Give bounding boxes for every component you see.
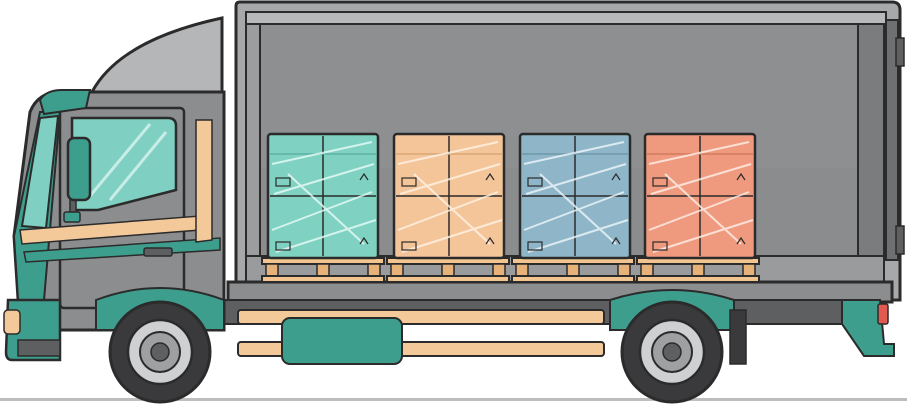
- wheel-icon: [108, 300, 212, 404]
- wrapped-crate-icon: [266, 132, 380, 260]
- wrapped-crate-icon: [392, 132, 506, 260]
- wooden-pallet-icon: [636, 257, 760, 283]
- wrapped-crate-icon: [643, 132, 757, 260]
- pallet-row: [261, 257, 760, 283]
- wrapped-crate-icon: [518, 132, 632, 260]
- truck-cab-icon: [3, 16, 226, 362]
- side-mirror-icon: [63, 136, 92, 223]
- wheel-icon: [620, 300, 724, 404]
- crate-row: [266, 132, 757, 260]
- chassis: [221, 289, 895, 365]
- ground-line: [0, 398, 907, 401]
